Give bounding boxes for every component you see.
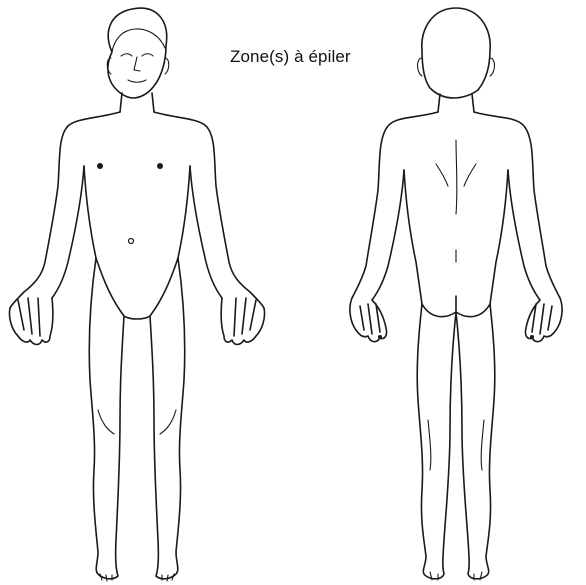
back-left-inner-arm: [372, 170, 404, 300]
back-right-ear: [490, 58, 495, 76]
back-left-nail: [378, 335, 382, 339]
front-legs[interactable]: [89, 258, 185, 579]
front-right-nipple: [157, 163, 163, 169]
front-left-inner-arm: [52, 166, 84, 298]
front-toes: [100, 574, 174, 581]
front-groin: [96, 258, 178, 319]
back-head[interactable]: [422, 8, 490, 98]
front-left-eye: [121, 54, 132, 56]
front-right-inner-arm: [190, 166, 222, 298]
back-right-nail: [530, 335, 534, 339]
back-legs[interactable]: [417, 304, 495, 579]
front-mouth: [128, 80, 146, 82]
front-right-eye: [142, 54, 153, 56]
front-torso-and-arms[interactable]: [10, 112, 264, 308]
front-torso-sides: [84, 166, 190, 258]
front-navel: [129, 239, 134, 244]
chart-title: Zone(s) à épiler: [230, 47, 351, 67]
front-nose: [134, 57, 140, 71]
back-left-ear: [418, 58, 423, 76]
front-view-figure[interactable]: [9, 8, 264, 581]
back-right-hand[interactable]: [525, 298, 562, 342]
front-left-nipple: [97, 163, 103, 169]
back-view-figure[interactable]: [350, 8, 562, 580]
front-left-hand[interactable]: [9, 298, 52, 345]
front-right-hand[interactable]: [221, 298, 264, 345]
back-spine: [456, 140, 457, 262]
back-calves: [428, 420, 484, 470]
back-left-hand[interactable]: [350, 298, 387, 342]
front-head[interactable]: [108, 8, 167, 98]
back-torso-sides: [404, 170, 508, 304]
front-right-ear: [165, 58, 169, 74]
back-shoulder-blades: [436, 164, 476, 186]
front-knees: [98, 410, 176, 434]
back-heels: [430, 572, 482, 580]
back-right-inner-arm: [508, 170, 540, 300]
front-hairline: [112, 29, 165, 52]
